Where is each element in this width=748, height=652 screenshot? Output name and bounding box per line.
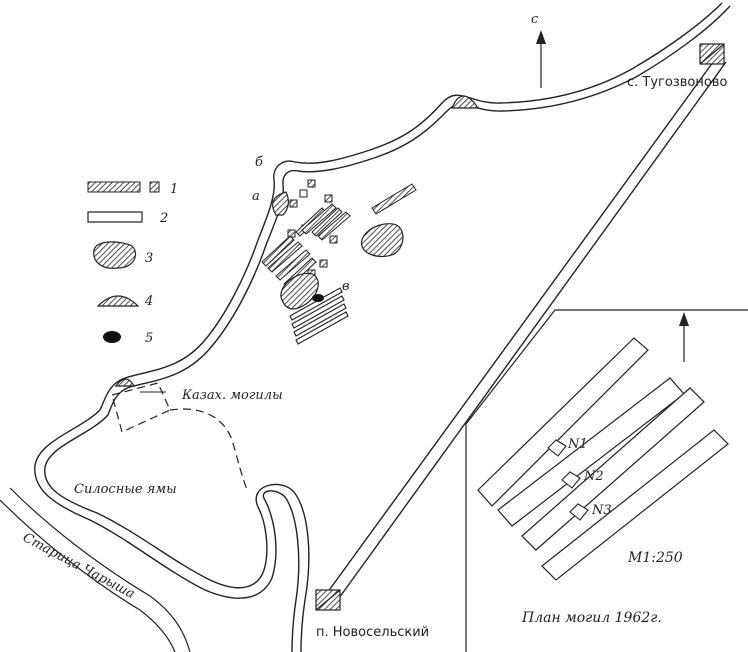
inset-scale: М1:250	[627, 550, 683, 566]
settlement-marker-tugozvonovo	[699, 43, 725, 65]
grave-n2	[561, 471, 581, 489]
legend-label-3: 3	[145, 251, 153, 266]
site-point-b: б	[255, 155, 263, 170]
legend-symbol-2	[87, 211, 143, 223]
road	[321, 57, 727, 606]
north-arrow	[536, 30, 546, 88]
north-label: с	[531, 12, 539, 27]
legend-symbol-4	[96, 295, 140, 307]
legend-symbol-1	[87, 181, 141, 193]
grave-marker-5	[312, 294, 324, 302]
site-point-v: в	[342, 279, 350, 294]
inset-north-arrow	[679, 312, 689, 326]
site-areas	[280, 223, 404, 310]
site-point-a: а	[252, 189, 260, 204]
legend: 1 2 3 4 5	[87, 181, 178, 346]
label-tugozvonovo: с. Тугозвоново	[627, 75, 727, 90]
silage-pits-boundary	[111, 382, 249, 493]
grave-label-n3: N3	[591, 503, 612, 518]
grave-n3	[569, 503, 589, 521]
settlement-marker-novoselsky	[315, 589, 341, 611]
site-buildings	[261, 179, 417, 289]
inset-plan: N1 N2 N3 М1:250 План могил 1962г.	[465, 309, 748, 652]
label-staritsa: Старица Чарыша	[20, 530, 137, 602]
label-novoselsky: п. Новосельский	[316, 625, 429, 640]
legend-symbol-3	[93, 241, 137, 269]
legend-label-2: 2	[159, 211, 168, 226]
river-bank	[34, 2, 731, 652]
grave-label-n1: N1	[567, 437, 588, 452]
inset-title: План могил 1962г.	[521, 610, 662, 626]
erosion-features	[114, 95, 480, 387]
legend-label-4: 4	[144, 294, 153, 309]
label-kazakh-graves: Казах. могилы	[181, 388, 283, 403]
label-silage-pits: Силосные ямы	[74, 482, 177, 497]
grave-label-n2: N2	[583, 469, 604, 484]
legend-label-1: 1	[170, 182, 178, 197]
legend-label-5: 5	[145, 331, 153, 346]
legend-symbol-5	[103, 331, 121, 343]
grave-rows	[289, 287, 349, 345]
grave-n1	[547, 439, 567, 457]
staritsa-channel	[0, 487, 191, 652]
